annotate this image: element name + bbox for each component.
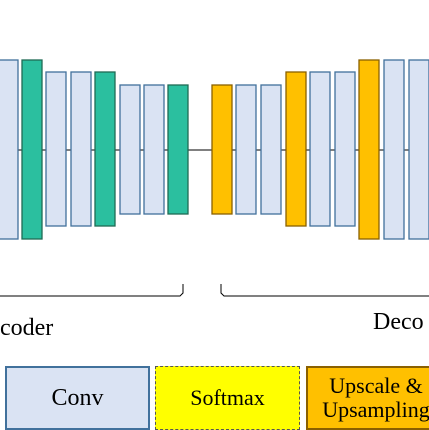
layer-block-orange [358,59,380,240]
layer-block-conv [119,84,141,215]
layer-block-conv [143,84,165,215]
decoder-brace [220,284,429,297]
layer-blocks [0,59,429,240]
layer-block-conv [70,71,92,227]
layer-block-conv [235,84,257,215]
layer-block-orange [285,71,307,227]
layer-block-conv [309,71,331,227]
legend-conv: Conv [5,366,150,430]
layer-block-orange [211,84,233,215]
legend-softmax: Softmax [155,366,300,430]
legend-softmax-label: Softmax [190,385,265,410]
legend-conv-label: Conv [51,384,104,411]
layer-block-conv [0,59,19,240]
encoder-label: coder [0,315,54,341]
layer-block-conv [260,84,282,215]
layer-block-teal [167,84,189,215]
legend-upscale-label-line1: Upscale & [329,373,423,398]
decoder-label: Deco [373,309,424,335]
layer-block-conv [408,59,429,240]
layer-block-teal [21,59,43,240]
encoder-brace [0,284,184,297]
layer-block-teal [94,71,116,227]
legend-upscale: Upscale & Upsampling [306,366,429,430]
legend-upscale-label-line2: Upsampling [322,397,429,422]
layer-block-conv [334,71,356,227]
layer-block-conv [383,59,405,240]
layer-block-conv [45,71,67,227]
